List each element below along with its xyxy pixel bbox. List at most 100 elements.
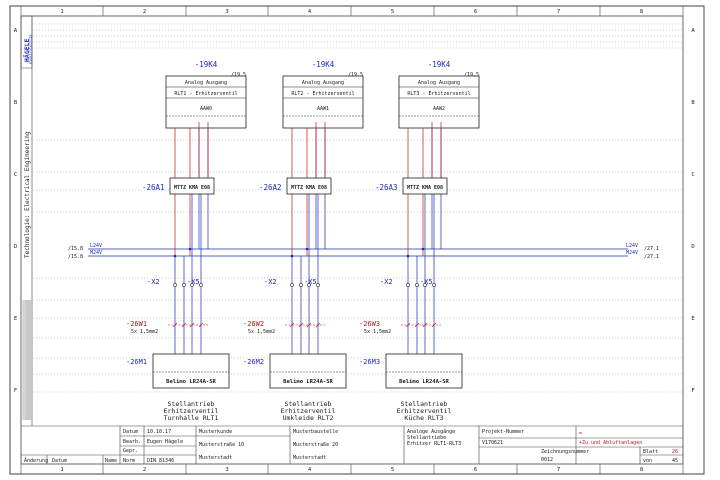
io-module-ref: /19.5 [231, 72, 246, 78]
io-module-tag: -19K4 [428, 60, 451, 69]
column-label-4-bottom: 4 [308, 467, 312, 473]
tb-desc-line3: Erhitzer RLT1-RLT3 [407, 441, 461, 447]
terminal-strip-x5-tag: -X5 [304, 278, 317, 286]
actuator-box [269, 353, 347, 389]
tb-drawing-label: Zeichnungsnummer [541, 449, 589, 455]
row-label-C-right: C [691, 172, 694, 178]
tb-site-line1: Musterbaustelle [293, 429, 338, 435]
row-label-D-left: D [14, 244, 17, 250]
column-label-8-top: 8 [640, 9, 643, 15]
tb-of-value: 45 [672, 458, 678, 464]
io-module-tag: -19K4 [195, 60, 218, 69]
tb-change-label: Änderung [24, 457, 48, 464]
actuator-caption-line3: Turnhalle RLT1 [164, 414, 219, 422]
technology-label: Technologie: Electrical Engineering [24, 131, 31, 258]
tb-project-value: V170621 [482, 440, 503, 446]
terminal-strip-x2-tag: -X2 [147, 278, 160, 286]
actuator-caption-line2: Erhitzerventil [164, 407, 219, 415]
row-label-A-left: A [14, 28, 18, 34]
column-label-8-bottom: 8 [640, 467, 643, 473]
io-module-subtitle: RLT3 - Erhitzerventil [407, 91, 470, 97]
actuator-model: Belimo LR24A-SR [283, 379, 333, 385]
actuator-caption-line1: Stellantrieb [401, 400, 448, 408]
brand-subtitle: Elektrotechnik [29, 34, 33, 64]
tb-sheet-label: Blatt [643, 449, 658, 455]
actuator-caption-line1: Stellantrieb [168, 400, 215, 408]
signal-converter-name: MTTZ KMA E08 [407, 185, 443, 191]
tb-norm-label: Norm [123, 458, 135, 464]
title-block-text: Datum 10.10.17 Bearb. Eugen Hägele Gepr.… [24, 429, 678, 464]
rail-label-m24v-right: M24V [626, 250, 638, 256]
io-module-channel: AAW0 [200, 106, 212, 112]
row-label-F-left: F [14, 388, 17, 394]
tb-project-label: Projekt-Nummer [482, 429, 524, 435]
column-label-7-top: 7 [557, 9, 560, 15]
actuator-caption-line3: Küche RLT3 [404, 414, 443, 422]
rail-label-l24v-right: L24V [626, 243, 638, 249]
tb-site-line2: Musterstraße 20 [293, 442, 338, 448]
cable-tag: -26W1 [126, 320, 147, 328]
power-rails: /15.8 /15.8 L24V M24V L24V M24V /27.1 /2… [68, 243, 659, 260]
analog-output-module-box [282, 75, 364, 129]
row-label-A-right: A [691, 28, 695, 34]
io-module-ref: /19.5 [348, 72, 363, 78]
tb-of-label: von [643, 458, 652, 464]
tb-function-eq: = [579, 431, 582, 437]
tb-drawing-value: 0012 [541, 457, 553, 463]
tb-desc-line2: Stellantriebe [407, 435, 446, 441]
io-module-channel: AAW2 [433, 106, 445, 112]
column-ruler [20, 6, 684, 474]
guide-lines [33, 23, 683, 393]
column-label-5-bottom: 5 [391, 467, 394, 473]
actuator-tag: -26M2 [243, 358, 264, 366]
io-module-subtitle: RLT2 - Erhitzerventil [291, 91, 354, 97]
signal-converter-tag: -26A3 [375, 183, 398, 192]
side-strip: HÄGELE Elektrotechnik Technologie: Elect… [20, 15, 33, 426]
row-label-E-left: E [14, 316, 17, 322]
column-label-5-top: 5 [391, 9, 394, 15]
column-label-3-bottom: 3 [225, 467, 228, 473]
tb-change-name-label: Name [105, 458, 117, 464]
row-label-B-right: B [691, 100, 695, 106]
tb-sheet-value: 26 [672, 449, 678, 455]
tb-customer-line1: Musterkunde [199, 429, 232, 435]
tb-desc-line1: Analoge Ausgänge [407, 429, 455, 435]
row-label-C-left: C [14, 172, 17, 178]
analog-output-module-box [165, 75, 247, 129]
tb-location-plus: +Zu und Abluftanlagen [579, 440, 642, 446]
actuator-tag: -26M3 [359, 358, 380, 366]
row-label-D-right: D [691, 244, 694, 250]
io-module-channel: AAW1 [317, 106, 329, 112]
rail-label-m24v-left: M24V [90, 250, 102, 256]
signal-converter-tag: -26A1 [142, 183, 165, 192]
cable-spec: 5x 1,5mm2 [248, 329, 275, 335]
actuator-box [152, 353, 230, 389]
column-label-1-top: 1 [60, 9, 63, 15]
rail-ref-left-top: /15.8 [68, 246, 83, 252]
cable-tag: -26W3 [359, 320, 380, 328]
rail-label-l24v-left: L24V [90, 243, 102, 249]
tb-site-line3: Musterstadt [293, 455, 326, 461]
actuator-caption-line2: Erhitzerventil [281, 407, 336, 415]
io-module-subtitle: RLT1 - Erhitzerventil [174, 91, 237, 97]
column-label-1-bottom: 1 [60, 467, 63, 473]
sheet-inner-border [20, 15, 684, 465]
title-block [21, 425, 683, 464]
io-module-ref: /19.5 [464, 72, 479, 78]
actuator-tag: -26M1 [126, 358, 147, 366]
tb-customer-line2: Musterstraße 10 [199, 442, 244, 448]
actuator-caption-line1: Stellantrieb [285, 400, 332, 408]
sheet-outer-border [9, 5, 705, 475]
signal-converter-tag: -26A2 [259, 183, 282, 192]
terminal-strip-x2-tag: -X2 [264, 278, 277, 286]
io-module-title: Analog Ausgang [418, 80, 460, 86]
column-label-3-top: 3 [225, 9, 228, 15]
cable-tag: -26W2 [243, 320, 264, 328]
column-label-6-bottom: 6 [474, 467, 477, 473]
tb-datum-label: Datum [123, 429, 138, 435]
